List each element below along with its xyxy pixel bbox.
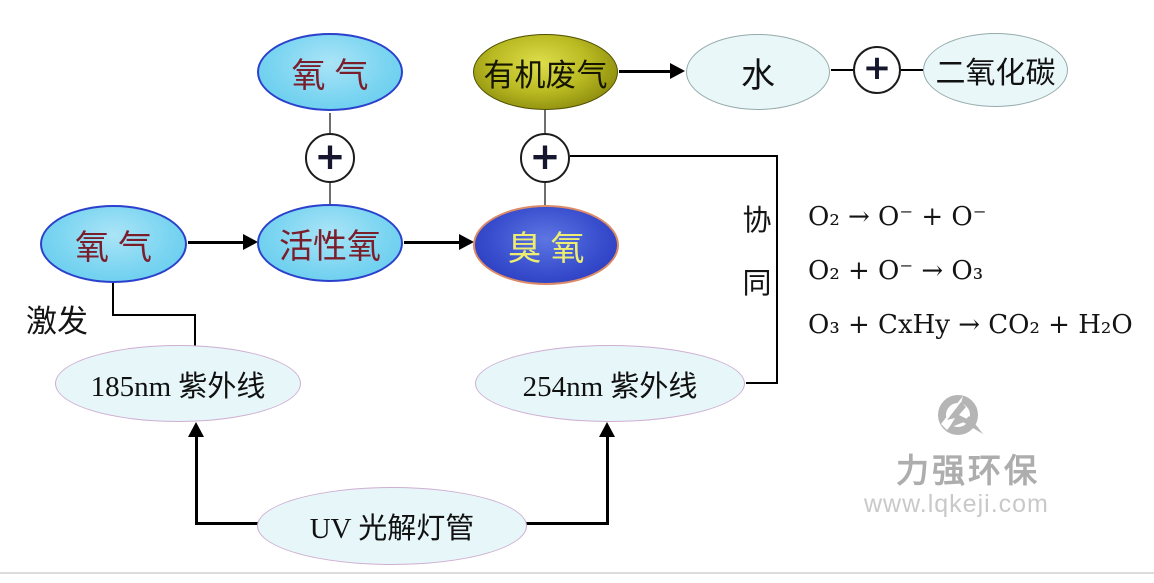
node-oxygen-top-label: 氧气 xyxy=(291,57,378,95)
label-synergy: 协同 xyxy=(742,205,772,300)
node-ozone: 臭氧 xyxy=(473,205,619,285)
node-ozone-label: 臭氧 xyxy=(507,230,594,268)
connector-excite-seg3 xyxy=(194,314,196,347)
company-website: www.lqkeji.com xyxy=(864,490,1049,518)
node-oxygen-top: 氧气 xyxy=(257,33,403,111)
arrow-organic-water-head xyxy=(670,63,685,79)
connector-plus3-co2 xyxy=(901,69,923,71)
node-oxygen-left-label: 氧气 xyxy=(75,229,161,267)
arrow-oxygen-activeoxygen-head xyxy=(243,234,258,250)
plus-operator-1: + xyxy=(305,133,355,183)
node-active-oxygen: 活性氧 xyxy=(257,204,403,282)
equation-3: O₃ + CxHy → CO₂ + H₂O xyxy=(808,310,1133,340)
arrow-organic-water-line xyxy=(619,70,671,73)
plus-operator-2: + xyxy=(520,133,570,183)
node-uv-lamp-label: UV 光解灯管 xyxy=(309,513,475,545)
node-carbon-dioxide: 二氧化碳 xyxy=(923,33,1068,107)
connector-excite-seg1 xyxy=(112,283,114,316)
company-name: 力强环保 xyxy=(896,451,1040,490)
connector-synergy-top xyxy=(570,155,778,157)
company-logo-icon xyxy=(933,392,985,447)
connector-synergy-vertical xyxy=(776,155,778,384)
arrow-lamp-uv254-head xyxy=(599,422,615,437)
arrow-lamp-uv185-hline xyxy=(196,522,259,525)
node-organic-waste-gas: 有机废气 xyxy=(473,34,618,110)
node-active-oxygen-label: 活性氧 xyxy=(279,228,381,266)
node-uv-254: 254nm 紫外线 xyxy=(475,345,745,422)
arrow-activeoxygen-ozone-line xyxy=(404,241,460,244)
connector-plus2-ozone xyxy=(544,183,546,205)
node-oxygen-left: 氧气 xyxy=(40,205,187,283)
label-excitation: 激发 xyxy=(26,304,88,339)
arrow-lamp-uv254-vline xyxy=(606,436,609,525)
arrow-lamp-uv254-hline xyxy=(525,522,608,525)
plus-operator-1-glyph: + xyxy=(314,134,346,178)
arrow-oxygen-activeoxygen-line xyxy=(188,241,244,244)
node-water-label: 水 xyxy=(741,57,775,95)
node-uv-185: 185nm 紫外线 xyxy=(55,345,301,422)
connector-excite-seg2 xyxy=(112,314,196,316)
connector-oxygentop-plus1 xyxy=(329,113,331,133)
node-uv-lamp: UV 光解灯管 xyxy=(257,487,527,565)
arrow-activeoxygen-ozone-head xyxy=(459,234,474,250)
bottom-border-line xyxy=(0,572,1154,574)
node-uv-185-label: 185nm 紫外线 xyxy=(90,370,266,403)
plus-operator-3-glyph: + xyxy=(862,48,892,88)
node-organic-waste-gas-label: 有机废气 xyxy=(483,57,608,93)
connector-water-plus3 xyxy=(831,69,853,71)
node-carbon-dioxide-label: 二氧化碳 xyxy=(935,57,1056,90)
node-water: 水 xyxy=(686,34,830,110)
node-uv-254-label: 254nm 紫外线 xyxy=(522,370,698,403)
arrow-lamp-uv185-head xyxy=(188,422,204,437)
connector-organic-plus2 xyxy=(544,110,546,133)
equation-2: O₂ + O⁻ → O₃ xyxy=(808,256,984,286)
equation-1: O₂ → O⁻ + O⁻ xyxy=(808,202,987,232)
arrow-lamp-uv185-vline xyxy=(195,436,198,525)
connector-plus1-activeoxygen xyxy=(329,183,331,204)
connector-synergy-uv254 xyxy=(746,382,778,384)
plus-operator-3: + xyxy=(853,46,901,94)
plus-operator-2-glyph: + xyxy=(529,134,561,178)
